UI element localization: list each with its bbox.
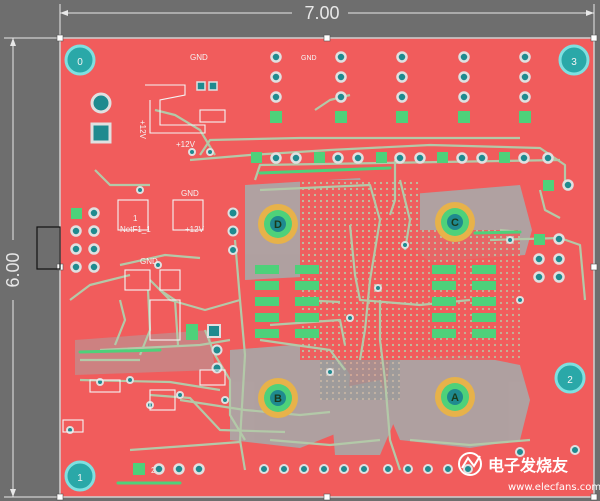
gnd-label-mid: GND (181, 189, 199, 198)
mount-hole-2: 2 (554, 362, 586, 394)
side-connector-outline (36, 226, 61, 270)
mount-hole-0-label: 0 (77, 57, 83, 68)
bottom-pin-header (133, 463, 473, 475)
traces-top (69, 93, 587, 471)
gnd-label-left: GND (140, 257, 158, 266)
smd-array-left (255, 265, 319, 338)
mount-hole-3-label: 3 (571, 57, 577, 68)
large-pad-a: A (435, 377, 475, 417)
ref-designator-1: 1 (133, 214, 138, 223)
smd-ic-left (186, 324, 221, 340)
dotted-pour-right (420, 230, 520, 360)
width-dimension: 7.00 (59, 2, 595, 38)
right-header (533, 233, 565, 283)
mount-hole-2-label: 2 (567, 375, 573, 386)
horizontal-pin-header (251, 152, 574, 191)
large-pad-d: D (258, 204, 298, 244)
height-dimension-label: 6.00 (3, 252, 23, 287)
large-pad-d-label: D (274, 219, 282, 231)
power-connector (90, 92, 112, 144)
smd-array-right (432, 265, 496, 338)
top-header-square-pads (270, 111, 531, 123)
height-dimension: 6.00 (2, 37, 60, 498)
top-header-pins (270, 51, 531, 103)
large-pad-a-label: A (451, 392, 459, 404)
net-label: NetF1_1 (120, 225, 151, 234)
large-pad-b: B (258, 378, 298, 418)
dotted-pour-lower (320, 360, 400, 400)
watermark-url: www.elecfans.com (508, 482, 600, 493)
mount-hole-1: 1 (64, 460, 96, 492)
traces-bright (78, 166, 522, 485)
v12-label-vertical: +12V (138, 120, 147, 140)
mount-hole-1-label: 1 (77, 473, 83, 484)
mount-hole-0: 0 (64, 44, 96, 76)
watermark: 电子发烧友 www.elecfans.com (458, 452, 600, 493)
mount-hole-3: 3 (558, 44, 590, 76)
left-header (70, 207, 100, 273)
dotted-pour-center (300, 180, 420, 360)
large-pad-c: C (435, 202, 475, 242)
watermark-logo-icon (458, 452, 482, 476)
silk-outlines (62, 84, 226, 433)
large-pad-c-label: C (451, 217, 459, 229)
gnd-label-top-left: GND (190, 53, 208, 62)
v12-label-top: +12V (176, 140, 196, 149)
v12-label-mid: +12V (185, 225, 205, 234)
width-dimension-label: 7.00 (304, 3, 339, 23)
misc-vias (66, 148, 580, 457)
gnd-label-top: GND (301, 55, 317, 62)
watermark-site-name: 电子发烧友 (488, 456, 569, 475)
large-pad-b-label: B (274, 393, 282, 405)
gnd-jumper-top (196, 81, 218, 91)
